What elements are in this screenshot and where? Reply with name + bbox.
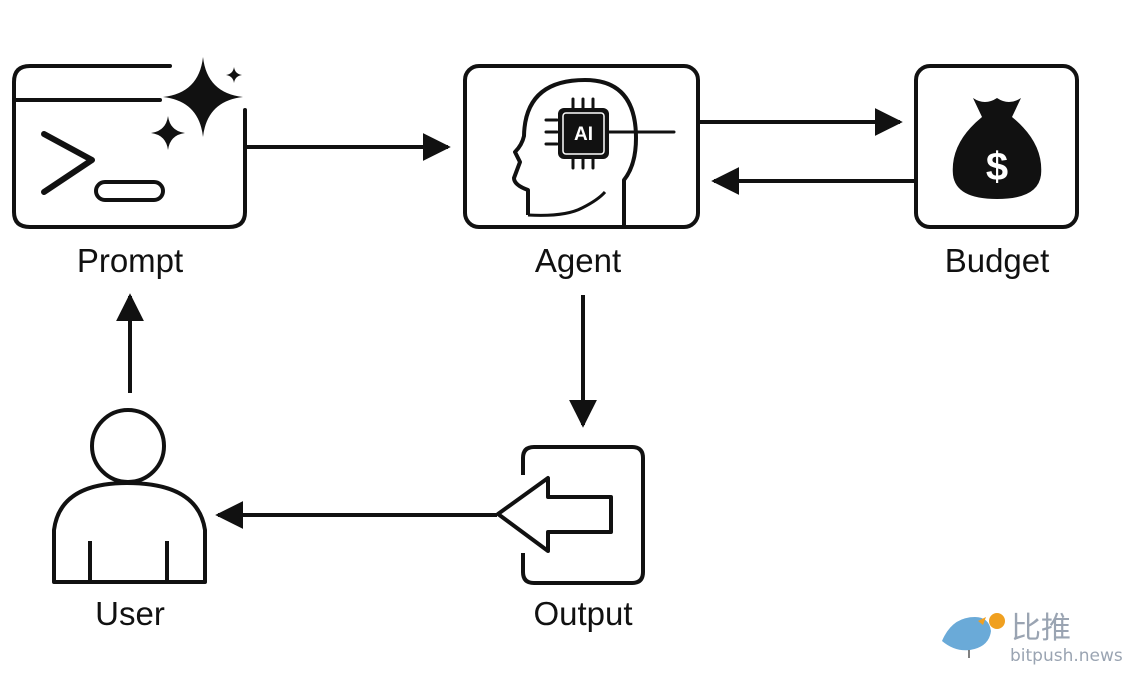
ai-head-icon: AI — [463, 64, 700, 229]
user-icon — [52, 408, 207, 584]
user-node: User — [52, 408, 207, 632]
agent-label: Agent — [535, 242, 621, 279]
watermark: 比推 bitpush.news — [942, 611, 1123, 666]
money-bag-icon: $ — [914, 64, 1079, 229]
watermark-chinese: 比推 — [1011, 611, 1071, 646]
bird-logo-icon — [942, 613, 1005, 658]
dollar-sign: $ — [986, 145, 1008, 189]
edges — [116, 108, 914, 529]
output-label: Output — [533, 595, 632, 632]
ai-chip-text: AI — [574, 124, 593, 145]
prompt-label: Prompt — [77, 242, 183, 279]
budget-label: Budget — [945, 242, 1050, 279]
watermark-domain: bitpush.news — [1010, 646, 1123, 666]
output-node: Output — [496, 445, 645, 632]
prompt-node: Prompt — [12, 57, 247, 279]
terminal-sparkle-icon — [12, 57, 247, 229]
user-label: User — [95, 595, 165, 632]
output-arrow-icon — [496, 445, 645, 585]
agent-node: AI Agent — [463, 64, 700, 279]
budget-node: $ Budget — [914, 64, 1079, 279]
